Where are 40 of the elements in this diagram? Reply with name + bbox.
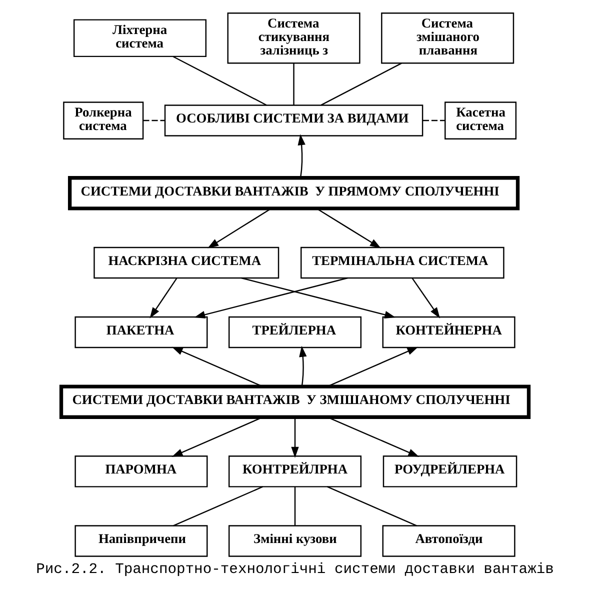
node-box: Ліхтерна система <box>72 19 206 58</box>
node-box: РОУДРЕЙЛЕРНА <box>382 456 517 488</box>
node-box: Система змішаного плавання <box>380 12 514 64</box>
node-box: КОНТЕЙНЕРНА <box>382 316 515 348</box>
connector <box>422 120 444 122</box>
arrow <box>194 277 348 318</box>
node-box: Автопоїзди <box>382 525 515 557</box>
node-box: ТЕРМІНАЛЬНА СИСТЕМА <box>300 246 504 279</box>
connector <box>172 486 262 526</box>
node-box: Система стикування залізниць з <box>226 12 360 64</box>
node-box: Ролкерна система <box>62 102 144 140</box>
connector <box>292 63 294 106</box>
connector <box>326 486 416 526</box>
arrow <box>149 278 177 318</box>
arrow <box>411 278 440 318</box>
arrow <box>290 417 298 458</box>
node-box: ПАРОМНА <box>74 456 208 488</box>
arrow <box>316 208 380 248</box>
caption: Рис.2.2. Транспортно-технологічні системи доставки вантажів <box>36 562 554 578</box>
arrow <box>171 346 263 388</box>
node-box: Змінні кузови <box>228 525 362 557</box>
connector <box>320 62 402 106</box>
arrow <box>207 208 271 248</box>
node-box: СИСТЕМИ ДОСТАВКИ ВАНТАЖІВ У ЗМІШАНОМУ СПОЛУЧЕННІ <box>58 384 530 419</box>
arrow <box>240 277 396 318</box>
node-box: ТРЕЙЛЕРНА <box>228 316 362 348</box>
arrow <box>297 134 305 178</box>
connector <box>172 56 266 106</box>
arrow <box>298 346 306 386</box>
connector <box>142 120 164 122</box>
arrow <box>171 416 263 457</box>
node-box: ОСОБЛИВІ СИСТЕМИ ЗА ВИДАМИ <box>164 104 423 136</box>
node-box: ПАКЕТНА <box>74 316 208 348</box>
node-box: Напівпричепи <box>74 525 208 557</box>
connector <box>294 486 296 526</box>
node-box: КОНТРЕЙЛРНА <box>228 456 362 488</box>
node-box: Касетна система <box>444 102 516 140</box>
node-box: НАСКРІЗНА СИСТЕМА <box>93 246 279 279</box>
node-box: СИСТЕМИ ДОСТАВКИ ВАНТАЖІВ У ПРЯМОМУ СПОЛУЧЕННІ <box>67 176 520 210</box>
arrow <box>326 346 418 388</box>
